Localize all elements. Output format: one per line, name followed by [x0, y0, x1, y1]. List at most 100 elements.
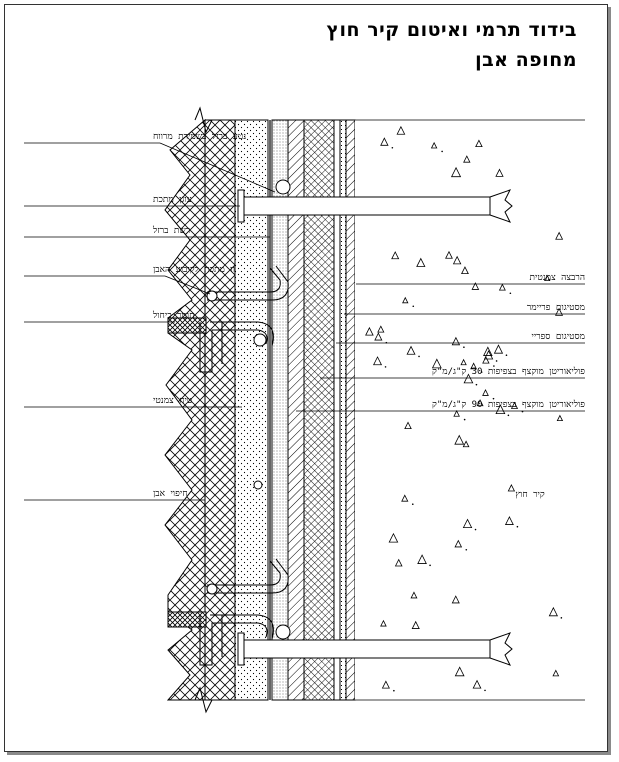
aggregate-dot: [507, 414, 510, 417]
aggregate-dot: [493, 365, 495, 367]
aggregate-mark: [416, 257, 426, 267]
aggregate-mark: [482, 356, 490, 364]
aggregate-mark: [381, 680, 390, 689]
aggregate-mark: [431, 358, 442, 369]
metal-anchor-lower: [237, 624, 513, 666]
aggregate-mark: [462, 518, 473, 529]
aggregate-mark: [507, 484, 516, 492]
aggregate-dot: [475, 383, 478, 386]
label-exterior-wall: קיר חוץ: [515, 490, 545, 500]
aggregate-mark: [380, 619, 387, 627]
aggregate-mark: [450, 166, 462, 178]
metal-anchor-upper: [237, 179, 513, 223]
aggregate-mark: [544, 274, 551, 282]
bonding-joint-upper: [167, 317, 207, 334]
aggregate-mark: [394, 558, 403, 567]
drawing-title-line1: בידוד תרמי ואיטום קיר חוץ: [326, 19, 577, 41]
aggregate-dot: [412, 305, 415, 308]
aggregate-dot: [429, 564, 431, 567]
label-bitumen-spray: מסטיגום ספריי: [531, 332, 585, 342]
break-line-bottom: [194, 686, 213, 714]
stone-cladding-inner: [204, 119, 236, 701]
aggregate-mark: [495, 168, 504, 177]
label-polyurethane-30: פוליאוריטן מוקצף בצפיפות 30 ק"ג/מ"ק: [432, 366, 585, 377]
aggregate-mark: [373, 356, 383, 366]
aggregate-mark: [498, 283, 506, 291]
label-cement-coating: הרבצה צמנטית: [529, 273, 585, 283]
polyurethane-30-layer: [303, 119, 335, 701]
metal-hook-3: [206, 558, 289, 595]
aggregate-mark: [556, 414, 564, 422]
concrete-aggregate: [365, 125, 564, 692]
label-bonding-material: חומר כיחול: [152, 310, 194, 321]
aggregate-mark: [470, 362, 478, 370]
break-line-top: [194, 106, 213, 134]
aggregate-mark: [483, 350, 494, 360]
aggregate-mark: [404, 421, 412, 430]
aggregate-dot: [465, 548, 468, 551]
aggregate-mark: [493, 344, 504, 354]
stone-cladding: [164, 118, 206, 701]
aggregate-mark: [417, 554, 427, 564]
aggregate-mark: [454, 434, 465, 445]
drawing-title-line2: מחופה אבן: [475, 49, 577, 71]
aggregate-mark: [454, 539, 463, 548]
aggregate-mark: [411, 620, 420, 629]
aggregate-dot: [492, 397, 495, 400]
aggregate-dot: [393, 689, 395, 692]
label-stainless-mesh: נטע ברזל בשמירת מרווח: [153, 131, 246, 142]
mesh-spacer: [253, 480, 263, 490]
label-polyurethane-90: פוליאוריטן מוקצף בצפיפות 90 ק"ג/מ"ק: [432, 399, 585, 410]
aggregate-mark: [548, 606, 559, 617]
label-metal-hook: וו מתכת לקיבוע האבן: [153, 264, 235, 275]
aggregate-dot: [463, 346, 465, 349]
aggregate-mark: [510, 401, 519, 409]
label-stone-cladding: חיפוי אבן: [153, 489, 188, 499]
aggregate-mark: [555, 307, 564, 316]
aggregate-dot: [474, 528, 477, 531]
label-metal-anchor: עוגן מתכת: [153, 195, 192, 205]
aggregate-mark: [463, 373, 474, 384]
aggregate-mark: [504, 516, 514, 525]
aggregate-dot: [509, 292, 512, 295]
aggregate-mark: [471, 282, 480, 290]
aggregate-dot: [411, 503, 414, 506]
aggregate-dot: [384, 366, 387, 368]
aggregate-dot: [418, 355, 420, 358]
aggregate-mark: [402, 296, 409, 304]
aggregate-dot: [480, 371, 483, 373]
aggregate-dot: [484, 689, 486, 692]
label-cement-mortar: טיח צמנטי: [153, 396, 192, 406]
aggregate-mark: [401, 494, 409, 502]
aggregate-mark: [552, 669, 560, 677]
aggregate-mark: [380, 137, 389, 146]
label-steel-mesh: רשת ברזל: [152, 225, 190, 236]
exterior-wall: [355, 120, 585, 700]
aggregate-mark: [483, 346, 493, 356]
aggregate-dot: [441, 150, 443, 153]
aggregate-mark: [374, 332, 383, 341]
aggregate-mark: [462, 440, 470, 448]
aggregate-mark: [365, 326, 374, 336]
aggregate-mark: [451, 595, 460, 604]
aggregate-mark: [461, 266, 469, 275]
aggregate-mark: [463, 155, 471, 163]
aggregate-mark: [475, 139, 483, 148]
aggregate-mark: [396, 125, 406, 135]
aggregate-mark: [472, 679, 482, 689]
aggregate-mark: [452, 255, 462, 265]
aggregate-mark: [451, 336, 461, 346]
aggregate-mark: [495, 404, 506, 415]
aggregate-dot: [463, 418, 466, 421]
aggregate-dot: [560, 617, 563, 619]
aggregate-dot: [505, 354, 508, 356]
bonding-joint-lower: [167, 611, 207, 628]
aggregate-mark: [388, 532, 399, 543]
aggregate-mark: [453, 410, 460, 417]
aggregate-mark: [460, 358, 467, 366]
aggregate-dot: [516, 525, 519, 528]
aggregate-dot: [391, 146, 394, 149]
aggregate-mark: [482, 389, 489, 396]
aggregate-mark: [377, 325, 385, 333]
